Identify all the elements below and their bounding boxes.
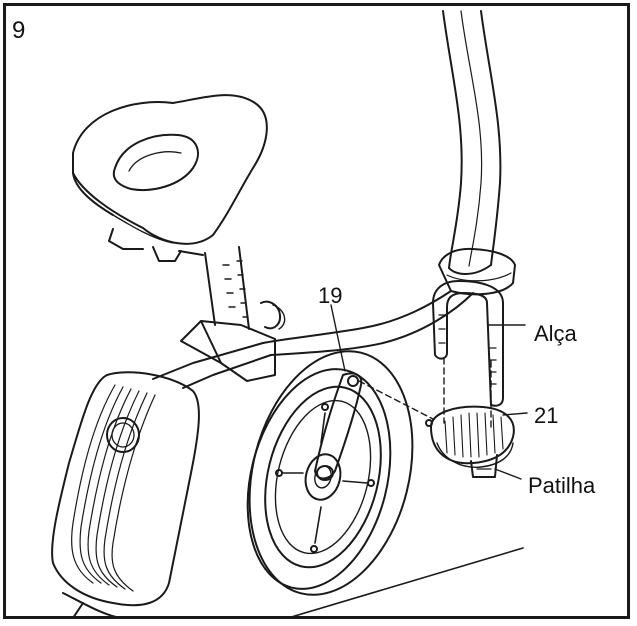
flywheel xyxy=(246,350,414,596)
frame-tube xyxy=(152,290,474,389)
crank-arm xyxy=(314,372,363,481)
step-number: 9 xyxy=(12,17,26,44)
callout-strap: Alça xyxy=(534,321,577,346)
callout-leader-19 xyxy=(330,304,346,372)
handlebar-post xyxy=(438,10,516,296)
bike-seat xyxy=(72,94,268,262)
pedal xyxy=(425,405,528,480)
alignment-lines xyxy=(358,357,492,429)
seat-collar xyxy=(180,300,286,382)
seat-post xyxy=(204,246,250,330)
bike-pedal-illustration xyxy=(51,10,528,616)
instruction-frame: 9 19 Alça 21 Patilha xyxy=(3,3,630,619)
callout-21: 21 xyxy=(534,403,559,428)
floor-line xyxy=(291,547,524,616)
front-shroud xyxy=(51,371,200,616)
pedal-strap xyxy=(432,280,526,407)
callout-cleat: Patilha xyxy=(528,473,596,498)
callout-19: 19 xyxy=(318,283,343,308)
